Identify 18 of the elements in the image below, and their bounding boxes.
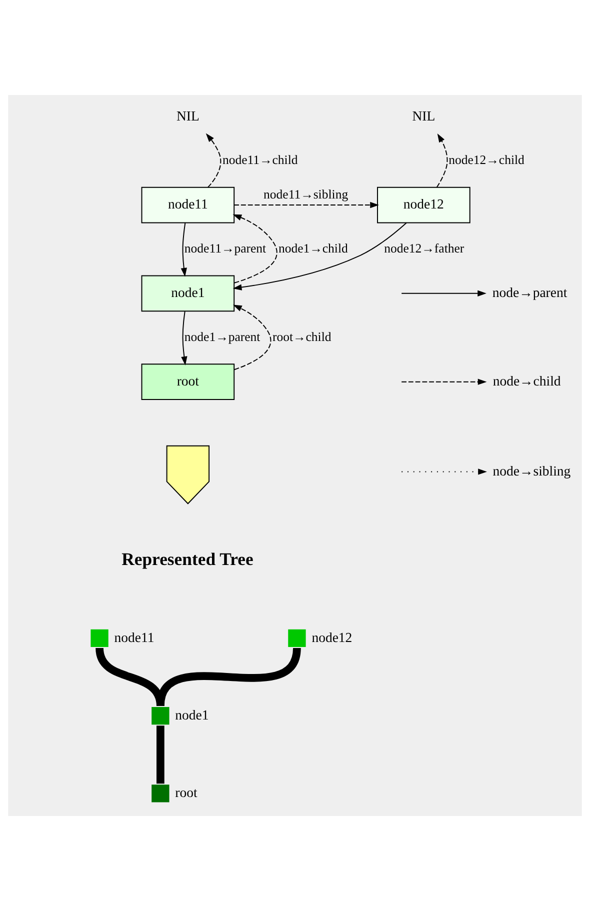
node-label: node1: [175, 707, 209, 722]
node-text: NIL: [176, 108, 200, 124]
legend-label: node→sibling: [492, 463, 571, 478]
legend-label: node→child: [492, 373, 561, 388]
label: Represented Tree: [122, 548, 254, 569]
edge-label: root→child: [272, 330, 332, 344]
edge-label: node12→child: [448, 153, 524, 168]
edge-label: node1→child: [278, 242, 348, 256]
edge-label: node11→child: [222, 153, 298, 168]
edge-label: node11→parent: [184, 242, 266, 256]
edge-label: node1→parent: [184, 330, 260, 344]
edge-label: node11→sibling: [264, 188, 348, 202]
node-label: node11: [114, 630, 154, 645]
node-text: NIL: [412, 108, 436, 124]
node-label: root: [175, 785, 198, 800]
legend-label: node→parent: [492, 285, 568, 300]
node-label: node12: [312, 630, 352, 645]
edge-label: node12→father: [384, 242, 464, 256]
